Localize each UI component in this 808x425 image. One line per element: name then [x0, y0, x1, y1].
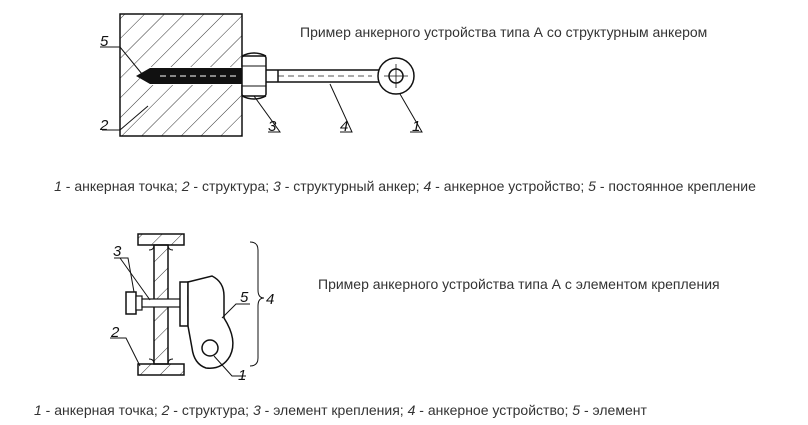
legend-b-num-1: 1	[34, 402, 42, 418]
legend-a-num-3: 3	[273, 178, 281, 194]
legend-a-text-5: - постоянное крепление	[595, 178, 756, 194]
callout-a-2: 2	[99, 117, 109, 134]
permanent-fastening	[136, 68, 244, 84]
legend-a-text-3: - структурный анкер;	[280, 178, 424, 194]
callout-a-4: 4	[340, 118, 348, 135]
leader-lines-b	[110, 257, 250, 377]
figure-a-drawing: 5 2 3 4 1	[99, 13, 423, 137]
legend-a-num-4: 4	[423, 178, 432, 194]
callout-a-1: 1	[412, 118, 420, 135]
callout-b-5: 5	[240, 289, 249, 306]
callout-a-3: 3	[268, 118, 277, 135]
legend-b-num-5: 5	[572, 402, 581, 418]
legend-a-num-5: 5	[588, 178, 596, 194]
structural-anchor-nut	[241, 52, 267, 100]
figure-b-legend: 1 - анкерная точка; 2 - структура; 3 - э…	[20, 400, 790, 420]
legend-b-text-2: - структура;	[169, 402, 253, 418]
legend-a-text-2: - структура;	[189, 178, 274, 194]
legend-a-num-2: 2	[181, 178, 190, 194]
callout-b-4: 4	[266, 291, 274, 308]
callout-b-1: 1	[238, 367, 246, 384]
legend-a-num-1: 1	[54, 178, 62, 194]
figure-b-title: Пример анкерного устройства типа А с эле…	[318, 276, 720, 292]
legend-b-num-4: 4	[407, 402, 416, 418]
legend-a-text-1: - анкерная точка;	[61, 178, 182, 194]
anchor-point-hole	[201, 339, 219, 357]
legend-b-num-3: 3	[252, 402, 261, 418]
figure-b-drawing: 3 2 5 4 1	[110, 233, 274, 384]
legend-b-text-4: - анкерное устройство;	[415, 402, 573, 418]
legend-b-text-3: - элемент крепления;	[260, 402, 408, 418]
callout-b-2: 2	[110, 324, 120, 341]
brace-4	[249, 241, 265, 367]
anchor-plate	[187, 275, 234, 369]
leader-lines-a	[100, 46, 423, 133]
callout-a-5: 5	[100, 33, 109, 50]
legend-a-text-4: - анкерное устройство;	[431, 178, 589, 194]
legend-b-num-2: 2	[161, 402, 170, 418]
legend-b-text-5: - элемент	[580, 402, 647, 418]
figure-a-legend: 1 - анкерная точка; 2 - структура; 3 - с…	[20, 176, 790, 196]
anchor-device-rod	[266, 69, 380, 83]
anchor-point-eye	[377, 57, 415, 95]
callout-b-3: 3	[113, 243, 122, 260]
legend-b-text-1: - анкерная точка;	[41, 402, 162, 418]
figure-a-title: Пример анкерного устройства типа А со ст…	[300, 24, 708, 40]
